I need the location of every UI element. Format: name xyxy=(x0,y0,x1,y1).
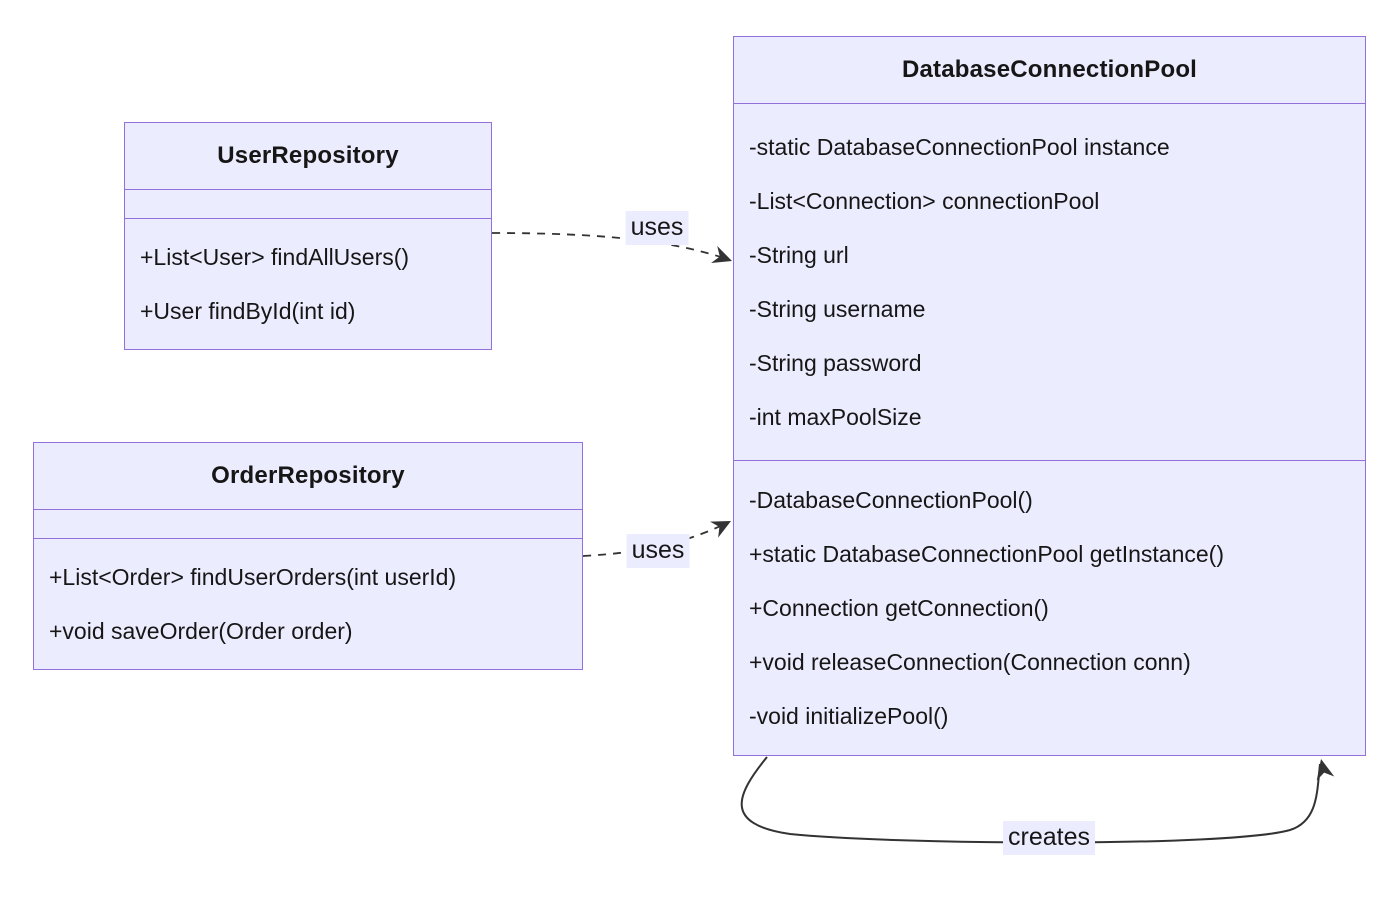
class-attribute: -List<Connection> connectionPool xyxy=(749,187,1100,214)
class-title-database-connection-pool: DatabaseConnectionPool xyxy=(901,56,1198,83)
class-attribute: -int maxPoolSize xyxy=(749,403,922,430)
edge-label-uses-user-repository: uses xyxy=(625,211,689,245)
class-box-database-connection-pool: DatabaseConnectionPool -static DatabaseC… xyxy=(733,36,1366,756)
class-box-order-repository: OrderRepository +List<Order> findUserOrd… xyxy=(33,442,583,670)
methods-section-user-repository: +List<User> findAllUsers() +User findByI… xyxy=(125,218,491,349)
attributes-section-database-connection-pool: -static DatabaseConnectionPool instance … xyxy=(734,103,1365,460)
uses-edge-order-repository-arrowhead-icon xyxy=(709,521,731,538)
class-method: -void initializePool() xyxy=(749,702,949,729)
class-method: +Connection getConnection() xyxy=(749,594,1049,621)
attributes-section-order-repository xyxy=(34,509,582,538)
class-attribute: -String username xyxy=(749,295,926,322)
edge-label-uses-order-repository: uses xyxy=(626,534,690,568)
methods-section-order-repository: +List<Order> findUserOrders(int userId) … xyxy=(34,538,582,669)
class-method: +User findById(int id) xyxy=(140,297,356,324)
class-method: -DatabaseConnectionPool() xyxy=(749,486,1033,513)
class-box-user-repository: UserRepository +List<User> findAllUsers(… xyxy=(124,122,492,350)
class-attribute: -String url xyxy=(749,241,849,268)
class-attribute: -static DatabaseConnectionPool instance xyxy=(749,133,1170,160)
uses-edge-user-repository-line xyxy=(491,232,725,259)
class-title-order-repository: OrderRepository xyxy=(211,462,405,489)
class-method: +List<User> findAllUsers() xyxy=(140,243,410,270)
uses-edge-user-repository-arrowhead-icon xyxy=(711,246,732,263)
class-method: +List<Order> findUserOrders(int userId) xyxy=(49,563,457,590)
methods-section-database-connection-pool: -DatabaseConnectionPool() +static Databa… xyxy=(734,460,1365,755)
creates-self-loop-arrowhead-icon xyxy=(1316,759,1335,781)
attributes-section-user-repository xyxy=(125,189,491,218)
class-method: +void saveOrder(Order order) xyxy=(49,617,353,644)
class-attribute: -String password xyxy=(749,349,922,376)
class-method: +static DatabaseConnectionPool getInstan… xyxy=(749,540,1224,567)
class-method: +void releaseConnection(Connection conn) xyxy=(749,648,1191,675)
edge-label-creates: creates xyxy=(1003,821,1095,855)
class-title-user-repository: UserRepository xyxy=(217,142,399,169)
